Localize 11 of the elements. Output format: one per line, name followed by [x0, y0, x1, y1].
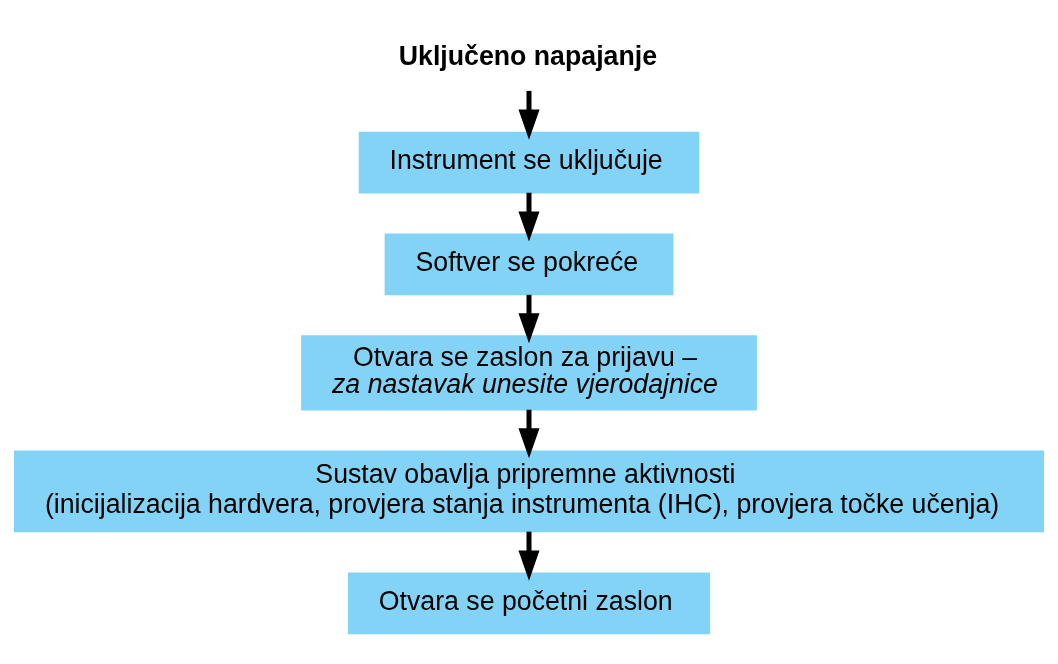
arrow	[518, 409, 540, 459]
arrow	[518, 90, 540, 140]
node-box: Sustav obavlja pripremne aktivnosti (inicijalizacija hardvera, provjera stanja instrumenta (IHC), provjera točke učenja)	[14, 450, 1044, 533]
node-text: Uključeno napajanje	[398, 41, 658, 72]
node-box: Softver se pokreće	[384, 233, 674, 296]
node-box: Otvara se početni zaslon	[347, 572, 711, 635]
arrow	[518, 294, 540, 344]
node-box: Otvara se zaslon za prijavu – za nastavak unesite vjerodajnice	[301, 335, 757, 411]
node-box: Instrument se uključuje	[358, 131, 700, 194]
arrow	[518, 192, 540, 242]
arrow	[518, 531, 540, 581]
